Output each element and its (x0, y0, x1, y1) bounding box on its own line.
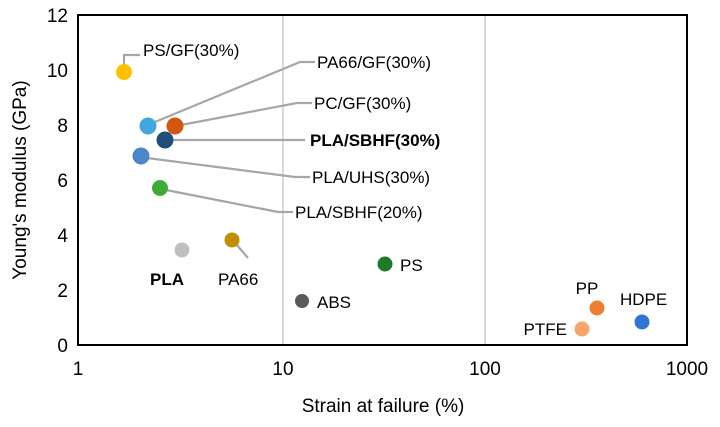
ytick-4: 4 (57, 226, 68, 247)
label-pla-sbhf20: PLA/SBHF(20%) (295, 203, 423, 222)
point-hdpe[interactable] (634, 314, 650, 330)
xtick-10: 10 (272, 359, 293, 380)
ytick-6: 6 (57, 171, 68, 192)
label-pc-gf: PC/GF(30%) (314, 94, 411, 113)
leader-ps-gf (122, 53, 140, 66)
leader-pc-gf (180, 101, 312, 127)
point-pc-gf[interactable] (166, 117, 184, 135)
point-ptfe[interactable] (574, 321, 590, 337)
label-pla-uhs30: PLA/UHS(30%) (312, 168, 430, 187)
label-ptfe: PTFE (524, 320, 567, 339)
label-pla: PLA (150, 270, 184, 289)
xtick-1: 1 (73, 359, 84, 380)
point-pla-sbhf20[interactable] (152, 180, 168, 196)
leader-pla-sbhf20 (165, 188, 293, 214)
label-pa66-gf: PA66/GF(30%) (317, 53, 431, 72)
leader-pa66 (235, 243, 249, 259)
label-ps-gf: PS/GF(30%) (143, 41, 239, 60)
label-pa66: PA66 (218, 270, 258, 289)
point-pp[interactable] (589, 300, 605, 316)
leader-pa66-gf (149, 60, 315, 126)
leader-pla-uhs30 (146, 156, 310, 179)
point-pa66-gf[interactable] (139, 117, 157, 135)
ytick-2: 2 (57, 281, 68, 302)
plot-area-background (78, 15, 687, 345)
label-pp: PP (576, 279, 599, 298)
point-ps-gf[interactable] (116, 64, 132, 80)
y-axis-title: Young's modulus (GPa) (10, 80, 31, 279)
point-pla-uhs30[interactable] (132, 147, 150, 165)
xtick-1000: 1000 (666, 359, 708, 380)
ytick-10: 10 (47, 61, 68, 82)
point-abs[interactable] (295, 294, 309, 308)
point-pla[interactable] (174, 242, 190, 258)
point-ps[interactable] (377, 256, 393, 272)
label-ps: PS (400, 256, 423, 275)
label-hdpe: HDPE (620, 290, 667, 309)
label-abs: ABS (317, 293, 351, 312)
ytick-0: 0 (57, 336, 68, 357)
xtick-100: 100 (469, 359, 501, 380)
x-axis-title: Strain at failure (%) (302, 396, 465, 417)
leader-lines (122, 53, 315, 259)
point-pa66[interactable] (224, 232, 240, 248)
ytick-8: 8 (57, 116, 68, 137)
point-pla-sbhf30[interactable] (156, 131, 174, 149)
ytick-12: 12 (47, 6, 68, 27)
label-pla-sbhf30: PLA/SBHF(30%) (310, 131, 440, 150)
plot-frame (77, 14, 688, 346)
